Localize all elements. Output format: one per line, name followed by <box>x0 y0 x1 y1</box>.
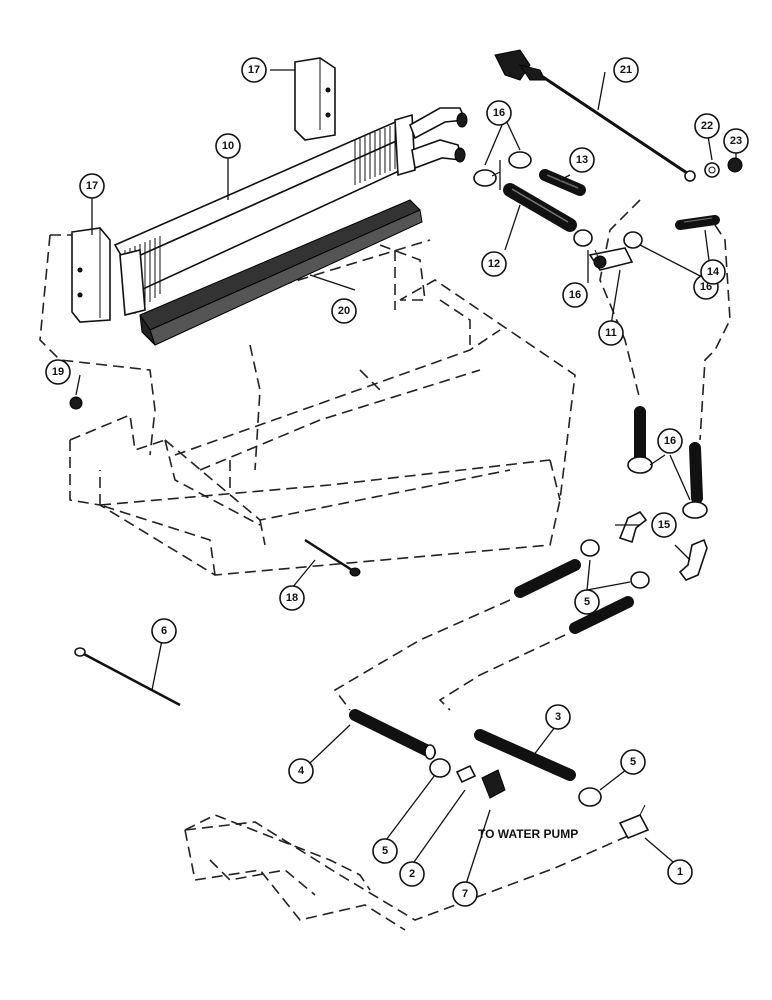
small-clamp <box>508 151 532 169</box>
small-clamp <box>473 169 501 187</box>
callout-21: 21 <box>613 57 639 83</box>
svg-text:17: 17 <box>86 180 98 192</box>
callout-16-lower: 16 <box>657 428 683 454</box>
hose-12 <box>503 183 577 232</box>
callout-15: 15 <box>651 512 677 538</box>
small-clamp <box>682 501 708 519</box>
callout-17-left: 17 <box>79 173 105 199</box>
callout-4: 4 <box>288 758 314 784</box>
svg-text:5: 5 <box>382 845 388 857</box>
svg-text:21: 21 <box>620 64 632 76</box>
bracket-guide-line <box>39 234 156 456</box>
callout-11: 11 <box>598 320 624 346</box>
svg-text:19: 19 <box>52 366 64 378</box>
svg-text:1: 1 <box>677 866 683 878</box>
svg-text:3: 3 <box>555 711 561 723</box>
callout-5-lower: 5 <box>372 838 398 864</box>
callout-23: 23 <box>723 128 749 154</box>
callout-5-right: 5 <box>620 749 646 775</box>
callout-18: 18 <box>279 585 305 611</box>
bracket <box>71 227 111 323</box>
svg-text:13: 13 <box>576 154 588 166</box>
callout-17-top: 17 <box>241 57 267 83</box>
hose-route-line <box>599 199 641 401</box>
svg-text:20: 20 <box>338 305 350 317</box>
hose-clamp <box>580 539 600 557</box>
lock-nut <box>727 157 743 173</box>
svg-text:5: 5 <box>584 596 590 608</box>
callout-16-mid: 16 <box>562 282 588 308</box>
svg-text:6: 6 <box>161 625 167 637</box>
svg-text:16: 16 <box>569 289 581 301</box>
foam-strip <box>139 199 423 346</box>
elbow <box>678 538 708 581</box>
callout-16-top: 16 <box>486 100 512 126</box>
svg-text:11: 11 <box>605 327 617 339</box>
callout-5-upper: 5 <box>574 589 600 615</box>
svg-text:15: 15 <box>658 519 670 531</box>
washer <box>704 162 720 178</box>
callout-3: 3 <box>545 704 571 730</box>
hose-route-line <box>333 599 511 711</box>
callout-19: 19 <box>45 359 71 385</box>
svg-text:16: 16 <box>664 435 676 447</box>
svg-text:23: 23 <box>730 135 742 147</box>
svg-text:16: 16 <box>493 107 505 119</box>
lower-hose-left <box>349 709 436 760</box>
small-clamp <box>573 229 593 247</box>
callout-14: 13 <box>569 147 595 173</box>
callout-10: 10 <box>215 133 241 159</box>
frame-tray <box>69 239 576 576</box>
to-water-pump-label: TO WATER PUMP <box>478 827 578 841</box>
hose-clamp <box>429 758 451 778</box>
elbow <box>618 510 648 544</box>
hose-route-line <box>184 821 631 921</box>
svg-text:12: 12 <box>488 258 500 270</box>
callout-6: 6 <box>151 618 177 644</box>
oil-cooler <box>113 107 468 317</box>
small-clamp <box>623 231 643 249</box>
long-bolt <box>74 647 181 707</box>
water-pump-fitting <box>618 804 650 840</box>
callout-1: 1 <box>667 859 693 885</box>
svg-text:17: 17 <box>248 64 260 76</box>
hose-route-line <box>699 224 731 441</box>
lower-hose-middle-a <box>514 559 581 598</box>
shutoff-valve <box>588 247 634 271</box>
callout-13: 14 <box>700 259 726 285</box>
svg-text:4: 4 <box>298 765 305 777</box>
heater-control-cable <box>494 49 696 182</box>
small-clamp <box>627 456 653 474</box>
hose-13 <box>675 215 720 230</box>
hose-vertical-right <box>689 442 703 504</box>
lower-hose-middle-b <box>569 596 634 634</box>
svg-text:7: 7 <box>462 888 468 900</box>
leader-lines <box>75 69 737 885</box>
hose-clamp <box>630 571 650 589</box>
callout-12: 12 <box>481 251 507 277</box>
engine-frame <box>184 814 406 931</box>
callout-20: 20 <box>331 298 357 324</box>
callout-2: 2 <box>399 861 425 887</box>
bracket <box>294 57 336 141</box>
hose-route-line <box>438 634 566 711</box>
pump-nipple <box>481 769 506 799</box>
frame-bolt <box>304 538 361 577</box>
svg-text:10: 10 <box>222 140 234 152</box>
svg-text:14: 14 <box>707 266 720 278</box>
hose-14 <box>539 169 586 196</box>
lower-hose-right <box>474 729 576 781</box>
callout-7: 7 <box>452 881 478 907</box>
svg-text:22: 22 <box>701 120 713 132</box>
svg-text:18: 18 <box>286 592 298 604</box>
callout-22: 22 <box>694 113 720 139</box>
hose-fitting <box>455 764 477 784</box>
svg-text:5: 5 <box>630 756 636 768</box>
nut <box>69 396 83 410</box>
svg-text:2: 2 <box>409 868 415 880</box>
hose-clamp <box>578 787 602 807</box>
